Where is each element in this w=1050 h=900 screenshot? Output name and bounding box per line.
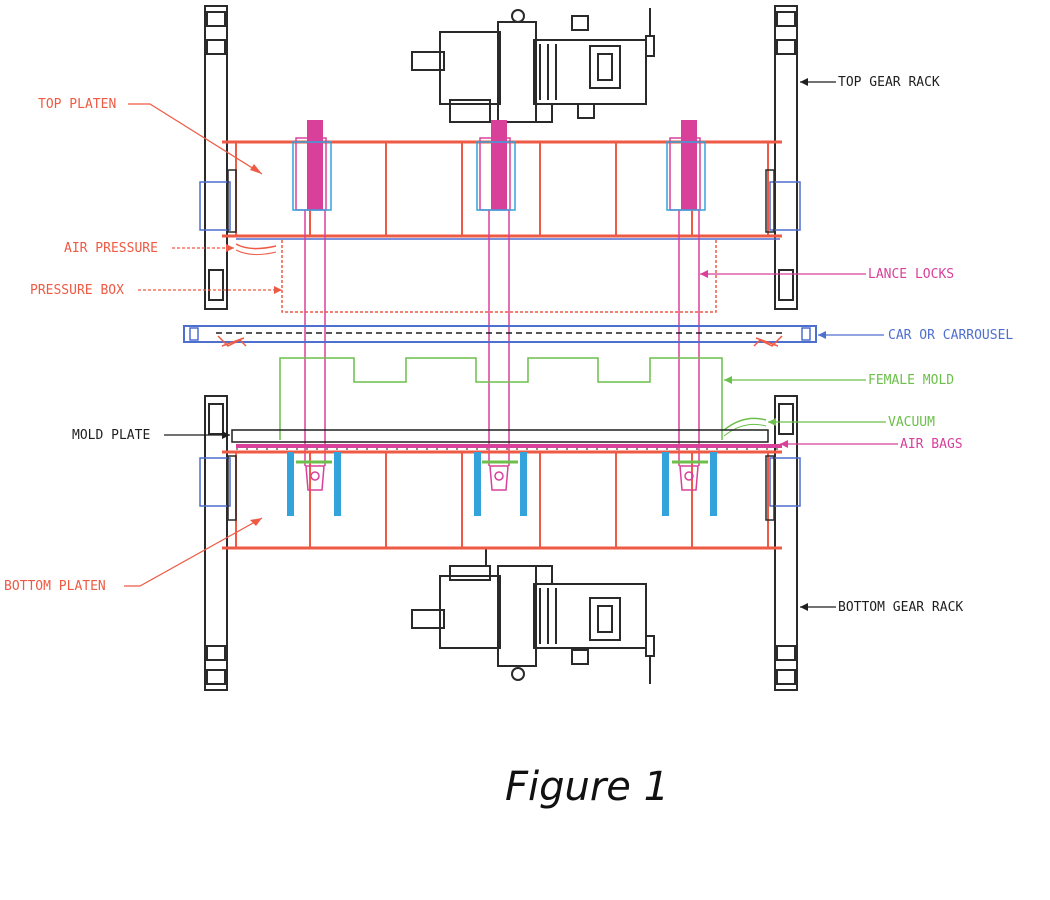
label-bottom-gear-rack: BOTTOM GEAR RACK <box>838 600 963 615</box>
lance-lock-receivers <box>287 452 717 516</box>
labels: TOP PLATEN AIR PRESSURE PRESSURE BOX TOP… <box>4 75 1013 615</box>
air-pressure-hose-2 <box>235 249 277 256</box>
vacuum-hose-2 <box>723 423 767 437</box>
mold-plate <box>231 429 769 443</box>
leader-lines <box>124 81 898 608</box>
air-pressure-hose <box>235 243 277 250</box>
carrousel-wheels <box>217 335 783 347</box>
top-platen-roller-brackets <box>227 169 775 233</box>
leader-arrowheads <box>222 78 826 611</box>
left-bottom-gear-rack <box>204 395 228 691</box>
bottom-motor-gearbox <box>411 548 655 684</box>
label-vacuum: VACUUM <box>888 415 935 430</box>
label-air-pressure: AIR PRESSURE <box>64 241 158 256</box>
top-platen-rollers <box>199 181 801 231</box>
leader-bottom-platen <box>124 517 263 587</box>
label-female-mold: FEMALE MOLD <box>868 373 954 388</box>
label-mold-plate: MOLD PLATE <box>72 428 150 443</box>
bottom-platen-rollers <box>199 457 801 507</box>
label-bottom-platen: BOTTOM PLATEN <box>4 579 106 594</box>
pressure-box-outline <box>281 240 717 313</box>
leader-top-platen <box>128 103 263 175</box>
label-top-platen: TOP PLATEN <box>38 97 116 112</box>
right-bottom-gear-rack <box>774 395 798 691</box>
label-lance-locks: LANCE LOCKS <box>868 267 954 282</box>
bottom-platen-roller-brackets <box>227 455 775 521</box>
top-motor-gearbox <box>411 8 655 123</box>
label-car-or-carrousel: CAR OR CARROUSEL <box>888 328 1013 343</box>
vacuum-hose <box>723 417 767 431</box>
left-top-gear-rack <box>204 5 228 310</box>
right-top-gear-rack <box>774 5 798 310</box>
label-air-bags: AIR BAGS <box>900 437 963 452</box>
female-mold <box>279 357 723 440</box>
car-or-carrousel <box>183 325 817 343</box>
lance-locks <box>292 120 706 466</box>
label-pressure-box: PRESSURE BOX <box>30 283 124 298</box>
figure-caption: Figure 1 <box>505 764 669 810</box>
label-top-gear-rack: TOP GEAR RACK <box>838 75 940 90</box>
